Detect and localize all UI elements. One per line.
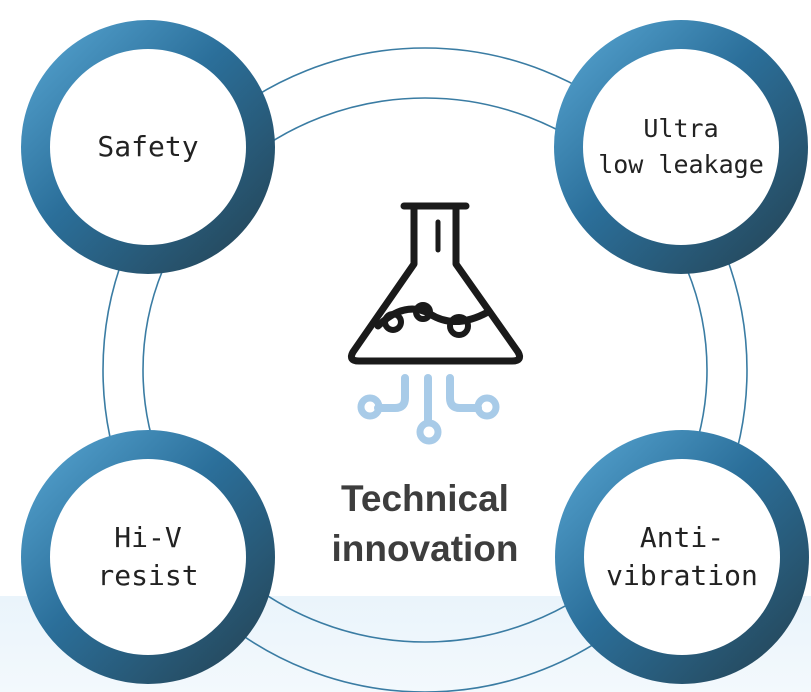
node-safety: Safety <box>21 20 275 274</box>
node-ultra-low-leakage-label: Ultra low leakage <box>598 114 764 179</box>
node-safety-label: Safety <box>97 130 199 163</box>
node-hi-v-resist: Hi-V resist <box>21 430 275 684</box>
node-anti-vibration-label: Anti- vibration <box>606 521 758 592</box>
circuit-nodes <box>357 394 500 445</box>
flask-bubbles <box>382 302 471 338</box>
node-hi-v-resist-label: Hi-V resist <box>97 521 199 592</box>
node-ultra-low-leakage: Ultra low leakage <box>554 20 808 274</box>
node-anti-vibration-inner: Anti- vibration <box>584 459 780 655</box>
center-title: Technical innovation <box>331 478 519 569</box>
node-safety-inner: Safety <box>50 49 246 245</box>
outer-ring <box>102 47 748 692</box>
node-anti-vibration: Anti- vibration <box>555 430 809 684</box>
circuit-lines-icon <box>374 374 482 424</box>
node-ultra-low-leakage-inner: Ultra low leakage <box>583 49 779 245</box>
inner-ring <box>142 97 708 643</box>
node-hi-v-resist-inner: Hi-V resist <box>50 459 246 655</box>
